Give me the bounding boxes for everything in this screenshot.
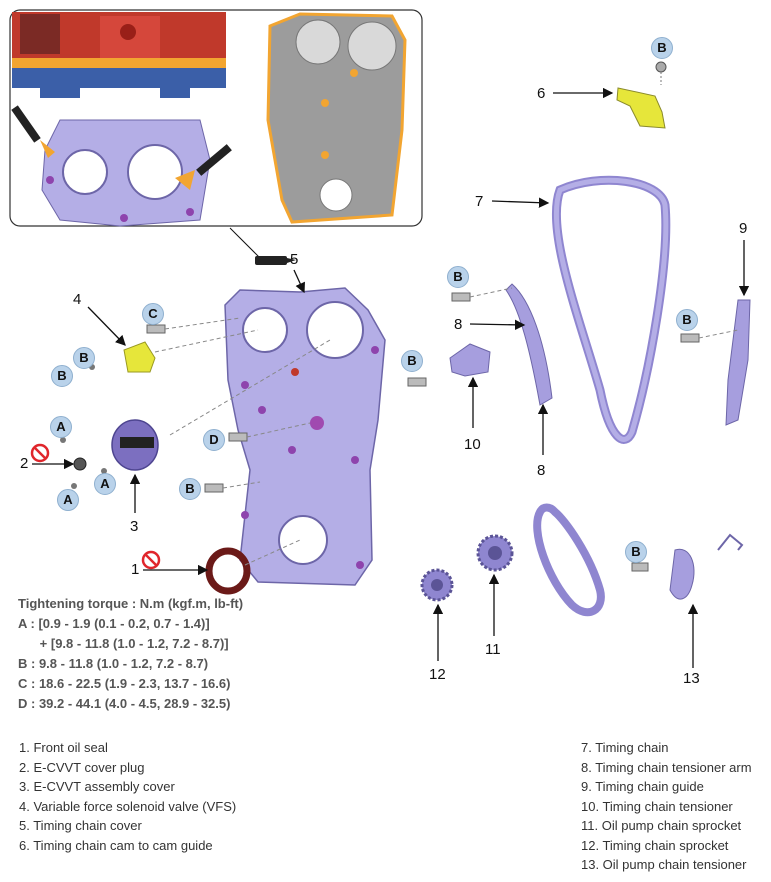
callout-7: 7 bbox=[475, 193, 484, 210]
timing-chain-guide bbox=[725, 299, 751, 426]
callout-2: 2 bbox=[20, 455, 29, 472]
fastener-badge-b: B bbox=[447, 266, 469, 288]
fastener-badge-b: B bbox=[51, 365, 73, 387]
fastener-badge-b: B bbox=[676, 309, 698, 331]
fastener-badge-b: B bbox=[401, 350, 423, 372]
do-not-reuse-icon bbox=[30, 443, 50, 463]
timing-chain-cam-to-cam-guide bbox=[616, 87, 666, 129]
legend-item: 1. Front oil seal bbox=[19, 740, 108, 755]
sealant-detail-inset bbox=[9, 9, 423, 259]
callout-9: 9 bbox=[739, 220, 748, 237]
fastener-badge-a: A bbox=[50, 416, 72, 438]
fastener-badge-c: C bbox=[142, 303, 164, 325]
e-cvvt-cover-plug bbox=[73, 457, 87, 471]
bolt-icon bbox=[451, 292, 471, 302]
legend-item: 5. Timing chain cover bbox=[19, 818, 142, 833]
cover-inner-view-image bbox=[266, 12, 407, 224]
fastener-badge-b: B bbox=[73, 347, 95, 369]
legend-item: 12. Timing chain sprocket bbox=[581, 837, 729, 853]
inset-cover-image bbox=[41, 119, 211, 227]
callout-11: 11 bbox=[485, 641, 501, 658]
bolt-icon bbox=[146, 324, 166, 334]
fastener-badge-a: A bbox=[57, 489, 79, 511]
sealant-tube-icon bbox=[255, 256, 296, 265]
callout-12: 12 bbox=[429, 666, 446, 683]
callout-5: 5 bbox=[290, 251, 299, 268]
bolt-icon bbox=[60, 437, 66, 443]
parts-legend-right: 7. Timing chain 8. Timing chain tensione… bbox=[581, 738, 752, 875]
legend-item: 10. Timing chain tensioner bbox=[581, 798, 733, 814]
bolt-icon bbox=[655, 61, 667, 85]
callout-8-lower: 8 bbox=[537, 462, 546, 479]
legend-item: 2. E-CVVT cover plug bbox=[19, 759, 145, 775]
do-not-reuse-icon bbox=[141, 550, 161, 570]
callout-1: 1 bbox=[131, 561, 140, 578]
torque-b: B : 9.8 - 11.8 (1.0 - 1.2, 7.2 - 8.7) bbox=[18, 656, 209, 671]
leader-arrows bbox=[32, 87, 750, 668]
variable-force-solenoid-valve bbox=[123, 341, 156, 373]
sealant-tube-icon bbox=[11, 105, 55, 158]
torque-a-line1: A : [0.9 - 1.9 (0.1 - 0.2, 0.7 - 1.4)] bbox=[18, 616, 210, 631]
legend-item: 13. Oil pump chain tensioner bbox=[581, 857, 747, 872]
timing-chain-sprocket bbox=[420, 568, 454, 602]
fastener-badge-a: A bbox=[94, 473, 116, 495]
callout-10: 10 bbox=[464, 436, 481, 453]
timing-chain-tensioner-arm bbox=[505, 283, 553, 406]
timing-chain-cover bbox=[224, 287, 386, 586]
torque-c: C : 18.6 - 22.5 (1.9 - 2.3, 13.7 - 16.6) bbox=[18, 676, 231, 691]
callout-6: 6 bbox=[537, 85, 546, 102]
legend-item: 8. Timing chain tensioner arm bbox=[581, 759, 752, 775]
fastener-badge-d: D bbox=[203, 429, 225, 451]
parts-legend-left: 1. Front oil seal 2. E-CVVT cover plug 3… bbox=[19, 738, 236, 855]
torque-d: D : 39.2 - 44.1 (4.0 - 4.5, 28.9 - 32.5) bbox=[18, 696, 231, 711]
legend-item: 7. Timing chain bbox=[581, 740, 669, 755]
fastener-badge-b: B bbox=[625, 541, 647, 563]
engine-block-image bbox=[12, 12, 226, 98]
legend-item: 3. E-CVVT assembly cover bbox=[19, 779, 175, 794]
fastener-badge-b: B bbox=[651, 37, 673, 59]
callout-8-upper: 8 bbox=[454, 316, 463, 333]
oil-pump-chain-sprocket bbox=[476, 534, 514, 572]
bolt-icon bbox=[101, 468, 107, 474]
bolt-icon bbox=[204, 483, 224, 493]
callout-13: 13 bbox=[683, 670, 700, 687]
oil-pump-chain-tensioner bbox=[669, 533, 744, 600]
legend-item: 6. Timing chain cam to cam guide bbox=[19, 837, 213, 853]
torque-a-line2: + [9.8 - 11.8 (1.0 - 1.2, 7.2 - 8.7)] bbox=[18, 636, 229, 651]
front-oil-seal bbox=[205, 547, 251, 595]
e-cvvt-assembly-cover bbox=[111, 419, 159, 471]
legend-item: 4. Variable force solenoid valve (VFS) bbox=[19, 798, 237, 814]
torque-spec: Tightening torque : N.m (kgf.m, lb-ft) A… bbox=[18, 594, 243, 714]
callout-3: 3 bbox=[130, 518, 139, 535]
bolt-icon bbox=[228, 432, 248, 442]
torque-title: Tightening torque : N.m (kgf.m, lb-ft) bbox=[18, 596, 244, 611]
callout-4: 4 bbox=[73, 291, 82, 308]
legend-item: 9. Timing chain guide bbox=[581, 779, 704, 794]
bolt-icon bbox=[680, 333, 700, 343]
timing-chain bbox=[551, 175, 671, 444]
bolt-icon bbox=[71, 483, 77, 489]
bolt-icon bbox=[407, 377, 427, 387]
fastener-badge-b: B bbox=[179, 478, 201, 500]
installation-guide-lines bbox=[154, 287, 739, 566]
bolt-icon bbox=[631, 562, 649, 572]
timing-chain-tensioner bbox=[449, 343, 491, 377]
sealant-tube-icon bbox=[175, 144, 232, 190]
legend-item: 11. Oil pump chain sprocket bbox=[581, 818, 742, 833]
oil-pump-chain bbox=[533, 503, 605, 617]
